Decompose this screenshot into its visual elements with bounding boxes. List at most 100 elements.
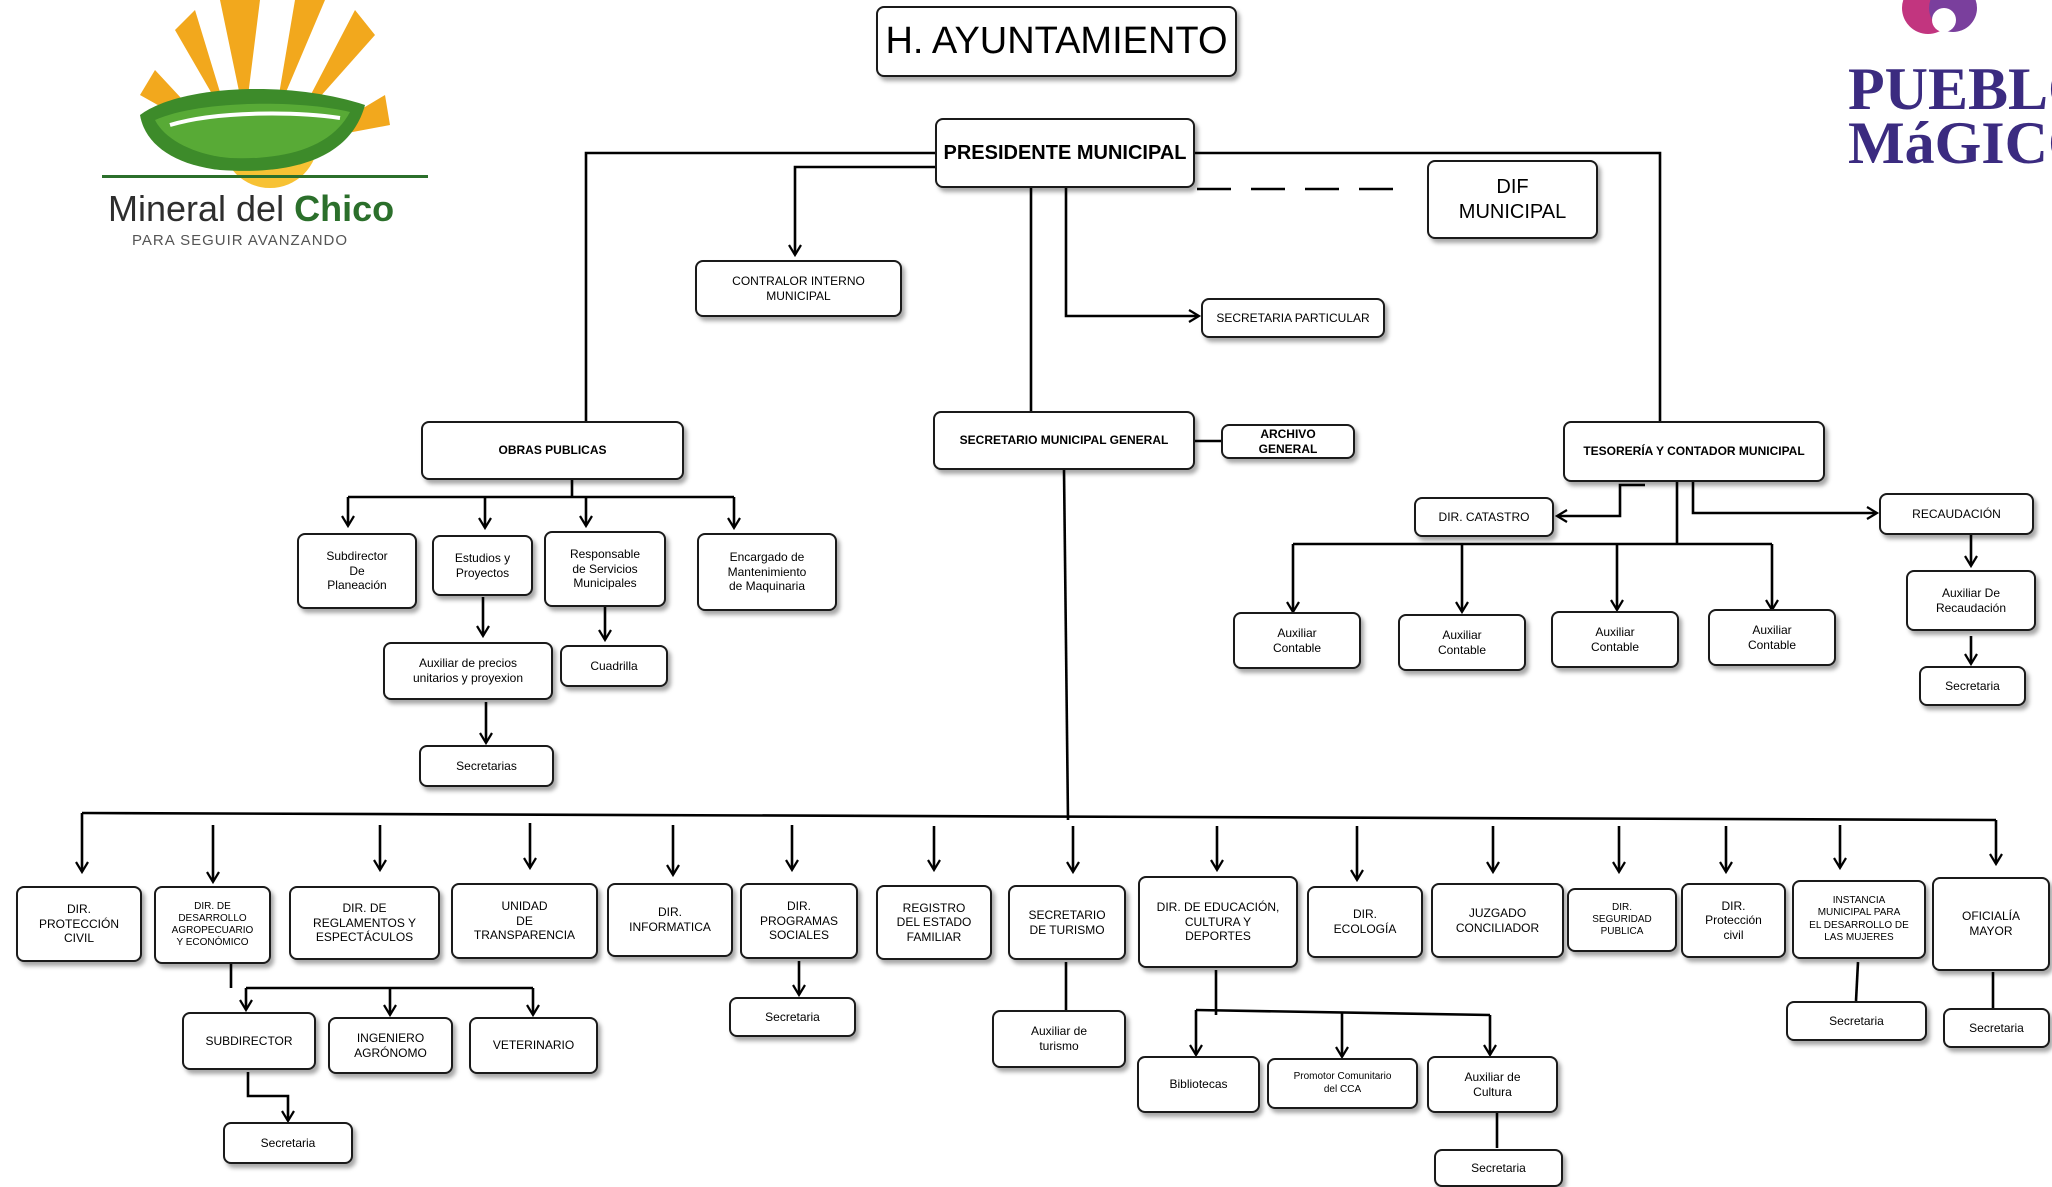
node-label: SECRETARIO DE TURISMO xyxy=(1028,907,1106,937)
node-label: OBRAS PUBLICAS xyxy=(498,443,607,458)
node-encargado-mantenimiento: Encargado de Mantenimiento de Maquinaria xyxy=(697,533,837,611)
node-secretarias-obras: Secretarias xyxy=(419,745,554,787)
node-juzgado-conciliador: JUZGADO CONCILIADOR xyxy=(1431,883,1564,958)
node-label: UNIDAD DE TRANSPARENCIA xyxy=(473,899,576,943)
node-estudios-proyectos: Estudios y Proyectos xyxy=(432,535,533,596)
sun-and-leaf-logo-icon xyxy=(102,0,428,188)
node-unidad-transparencia: UNIDAD DE TRANSPARENCIA xyxy=(451,883,598,959)
node-auxiliar-precios: Auxiliar de precios unitarios y proyexio… xyxy=(383,642,553,700)
node-label: DIR. CATASTRO xyxy=(1438,509,1530,524)
connector-arrow-recaudacion xyxy=(1691,482,1880,520)
node-label: Secretarias xyxy=(456,758,517,773)
node-label: Cuadrilla xyxy=(590,658,638,673)
node-programas-sociales: DIR. PROGRAMAS SOCIALES xyxy=(740,883,858,959)
connector-secgeneral-down xyxy=(1062,469,1070,821)
node-obras-publicas: OBRAS PUBLICAS xyxy=(421,421,684,480)
node-label: JUZGADO CONCILIADOR xyxy=(1455,905,1540,935)
node-archivo-general: ARCHIVO GENERAL xyxy=(1221,424,1355,459)
node-label: Subdirector De Planeación xyxy=(326,549,388,593)
node-secretaria-particular: SECRETARIA PARTICULAR xyxy=(1201,298,1385,338)
node-seguridad-publica: DIR. SEGURIDAD PUBLICA xyxy=(1567,888,1677,952)
node-secretaria-educacion: Secretaria xyxy=(1434,1149,1563,1187)
node-label: Promotor Comunitario del CCA xyxy=(1293,1071,1392,1095)
node-dir-catastro: DIR. CATASTRO xyxy=(1414,497,1554,537)
node-dif-municipal: DIF MUNICIPAL xyxy=(1427,160,1598,239)
node-label: TESORERÍA Y CONTADOR MUNICIPAL xyxy=(1583,444,1805,459)
node-dir-informatica: DIR. INFORMATICA xyxy=(607,883,733,957)
node-label: SECRETARIO MUNICIPAL GENERAL xyxy=(959,433,1169,448)
node-secretario-general: SECRETARIO MUNICIPAL GENERAL xyxy=(933,411,1195,470)
node-label: VETERINARIO xyxy=(492,1038,575,1053)
connector-presidente-contralor xyxy=(788,165,935,258)
logo-main-text: Mineral del Chico xyxy=(108,188,394,230)
node-label: Auxiliar De Recaudación xyxy=(1935,585,2007,615)
node-label: DIR. ECOLOGÍA xyxy=(1333,907,1397,936)
node-veterinario: VETERINARIO xyxy=(469,1017,598,1074)
node-auxiliar-contable-1: Auxiliar Contable xyxy=(1233,612,1361,669)
node-secretaria-recaudacion: Secretaria xyxy=(1919,666,2026,706)
node-label: Bibliotecas xyxy=(1169,1077,1228,1092)
node-contralor: CONTRALOR INTERNO MUNICIPAL xyxy=(695,260,902,317)
node-presidente-municipal: PRESIDENTE MUNICIPAL xyxy=(935,118,1195,188)
node-label: INGENIERO AGRÓNOMO xyxy=(354,1030,427,1060)
node-desarrollo-agropecuario: DIR. DE DESARROLLO AGROPECUARIO Y ECONÓM… xyxy=(154,886,271,964)
connector-bottom-bus xyxy=(81,811,1997,822)
node-label: Secretaria xyxy=(1945,678,2000,693)
node-label: SECRETARIA PARTICULAR xyxy=(1216,310,1370,325)
connector-presidente-secparticular xyxy=(1064,188,1202,323)
logo-magico-text: MáGICO xyxy=(1848,110,2052,176)
logo-text-regular: Mineral del xyxy=(108,188,295,229)
mineral-del-chico-logo: Mineral del Chico PARA SEGUIR AVANZANDO xyxy=(100,0,430,265)
node-tesoreria: TESORERÍA Y CONTADOR MUNICIPAL xyxy=(1563,421,1825,482)
node-subdirector: SUBDIRECTOR xyxy=(182,1012,316,1070)
node-label: DIR. DE EDUCACIÓN, CULTURA Y DEPORTES xyxy=(1156,900,1280,944)
node-label: INSTANCIA MUNICIPAL PARA EL DESARROLLO D… xyxy=(1809,895,1909,943)
node-label: ARCHIVO GENERAL xyxy=(1258,426,1318,456)
node-secretario-turismo: SECRETARIO DE TURISMO xyxy=(1008,885,1126,960)
node-auxiliar-contable-3: Auxiliar Contable xyxy=(1551,611,1679,668)
node-secretaria-oficialia: Secretaria xyxy=(1943,1008,2050,1048)
node-instancia-mujeres: INSTANCIA MUNICIPAL PARA EL DESARROLLO D… xyxy=(1792,880,1926,959)
node-label: OFICIALÍA MAYOR xyxy=(1961,909,2020,938)
page-title-box: H. AYUNTAMIENTO xyxy=(876,6,1237,77)
node-ingeniero-agronomo: INGENIERO AGRÓNOMO xyxy=(328,1017,453,1074)
connector-presidente-obras xyxy=(584,151,935,421)
node-responsable-servicios: Responsable de Servicios Municipales xyxy=(544,531,666,607)
node-label: Auxiliar de Cultura xyxy=(1464,1069,1521,1099)
node-dir-ecologia: DIR. ECOLOGÍA xyxy=(1307,886,1423,958)
node-secretaria-programas: Secretaria xyxy=(729,997,856,1037)
node-reglamentos: DIR. DE REGLAMENTOS Y ESPECTÁCULOS xyxy=(289,886,440,960)
node-auxiliar-recaudacion: Auxiliar De Recaudación xyxy=(1906,570,2036,631)
node-label: Secretaria xyxy=(260,1135,316,1150)
node-label: SUBDIRECTOR xyxy=(205,1033,293,1048)
node-secretaria-agro: Secretaria xyxy=(223,1122,353,1164)
node-label: DIR. Protección civil xyxy=(1705,898,1762,942)
node-label: Auxiliar Contable xyxy=(1272,625,1322,655)
node-label: REGISTRO DEL ESTADO FAMILIAR xyxy=(896,900,972,944)
node-label: Secretaria xyxy=(1969,1020,2024,1035)
node-label: DIR. INFORMATICA xyxy=(629,905,711,934)
node-cuadrilla: Cuadrilla xyxy=(560,645,668,687)
node-educacion-cultura: DIR. DE EDUCACIÓN, CULTURA Y DEPORTES xyxy=(1138,876,1298,968)
node-proteccion-civil: DIR. PROTECCIÓN CIVIL xyxy=(16,886,142,962)
node-subdirector-planeacion: Subdirector De Planeación xyxy=(297,533,417,609)
node-label: Estudios y Proyectos xyxy=(454,550,511,580)
node-label: DIR. PROGRAMAS SOCIALES xyxy=(759,899,838,943)
node-auxiliar-cultura: Auxiliar de Cultura xyxy=(1427,1056,1558,1113)
node-label: DIR. SEGURIDAD PUBLICA xyxy=(1592,901,1652,938)
node-secretaria-instancia: Secretaria xyxy=(1786,1001,1927,1041)
node-label: PRESIDENTE MUNICIPAL xyxy=(943,141,1187,164)
node-label: Auxiliar Contable xyxy=(1437,627,1487,657)
connector-presidente-tesoreria xyxy=(1195,151,1662,421)
pueblos-magicos-swirl-icon xyxy=(1902,0,1977,34)
node-auxiliar-contable-2: Auxiliar Contable xyxy=(1398,614,1526,671)
node-label: Auxiliar de turismo xyxy=(1030,1024,1088,1053)
node-label: Auxiliar de precios unitarios y proyexio… xyxy=(412,656,524,685)
node-label: Secretaria xyxy=(1471,1160,1526,1175)
pueblos-magicos-logo: PUEBLO MáGICO xyxy=(1848,0,2052,190)
logo-pueblo-text: PUEBLO xyxy=(1848,56,2052,122)
node-label: Secretaria xyxy=(1829,1013,1884,1028)
node-recaudacion: RECAUDACIÓN xyxy=(1879,493,2034,535)
node-label: Encargado de Mantenimiento de Maquinaria xyxy=(727,550,807,594)
